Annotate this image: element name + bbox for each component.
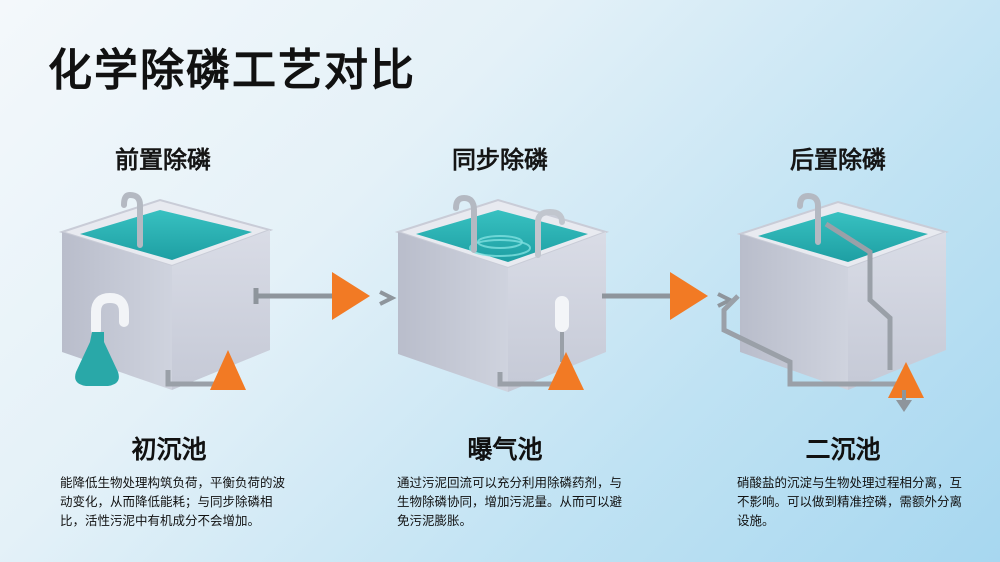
chemical-dosing-flask-icon (75, 292, 129, 386)
page-title: 化学除磷工艺对比 (48, 45, 416, 96)
faucet-icon (797, 192, 821, 245)
flow-marker-triangle (210, 350, 246, 390)
dosing-tube-icon (555, 296, 569, 332)
arrow-down-icon (896, 400, 912, 412)
chevron-right-icon (717, 292, 735, 308)
tank-label-aeration: 曝气池 (467, 435, 543, 464)
faucet-icon (535, 208, 565, 258)
outlet-pipe (165, 370, 226, 387)
chevron-right-icon (379, 290, 397, 306)
faucet-icon (453, 194, 477, 253)
heading-pre-removal: 前置除磷 (115, 146, 211, 174)
description-pre-removal: 能降低生物处理构筑负荷，平衡负荷的波动变化，从而降低能耗；与同步除磷相比，活性污… (60, 475, 286, 528)
tank-label-secondary: 二沉池 (805, 435, 881, 464)
faucet-icon (121, 191, 143, 248)
outlet-pipe (497, 372, 556, 387)
flow-marker-triangle (548, 352, 584, 390)
tank-secondary-clarifier (736, 200, 950, 390)
heading-post-removal: 后置除磷 (790, 146, 886, 174)
flow-arrow-icon (670, 272, 708, 320)
heading-simultaneous-removal: 同步除磷 (452, 146, 548, 174)
internal-pipe (824, 221, 893, 370)
description-simultaneous-removal: 通过污泥回流可以充分利用除磷药剂，与生物除磷协同，增加污泥量。从而可以避免污泥膨… (397, 475, 623, 528)
sludge-return-pipe (721, 294, 900, 387)
flow-arrow-icon (332, 272, 370, 320)
flow-marker-triangle (888, 362, 924, 398)
description-post-removal: 硝酸盐的沉淀与生物处理过程相分离，互不影响。可以做到精准控磷，需额外分离设施。 (737, 475, 963, 528)
tank-label-primary: 初沉池 (131, 435, 207, 464)
tank-aeration (394, 198, 610, 392)
